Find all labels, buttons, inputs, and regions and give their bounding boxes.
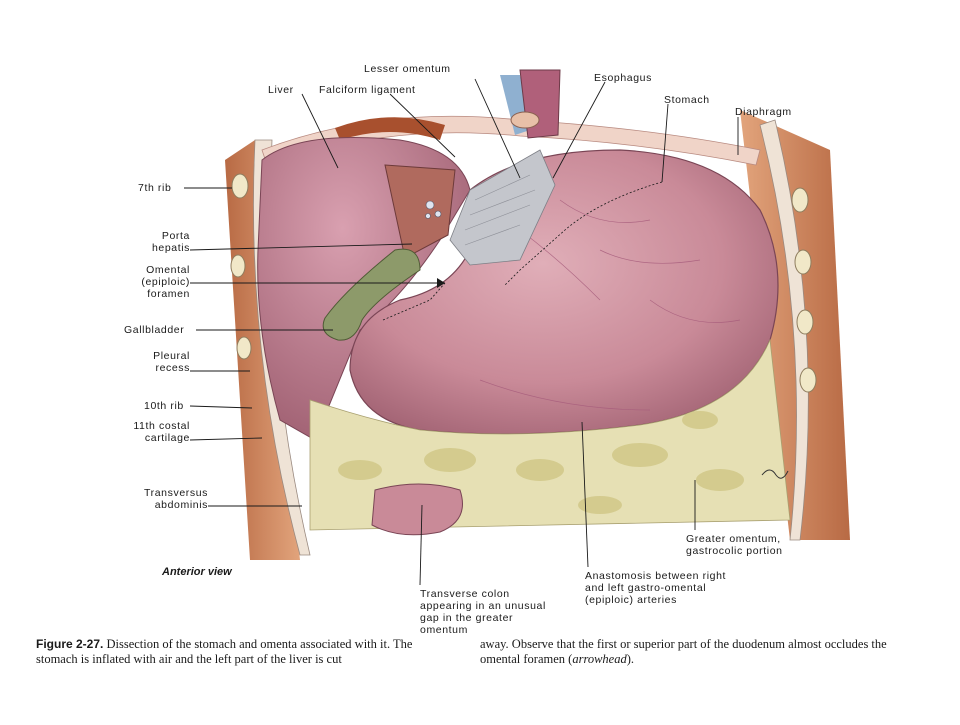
label-falciform-ligament: Falciform ligament	[319, 84, 416, 96]
transverse-colon	[371, 483, 463, 536]
label-transversus-abdominis: Transversus abdominis	[144, 487, 208, 511]
artist-signature	[761, 469, 789, 479]
leader-lines	[184, 78, 739, 586]
label-transverse-colon: Transverse colon appearing in an unusual…	[420, 588, 546, 636]
omental-foramen-arrowhead	[437, 278, 445, 288]
gallbladder	[322, 248, 421, 341]
omentum-fat-lobules	[338, 411, 744, 514]
caption-right-text: away. Observe that the first or superior…	[480, 637, 887, 666]
label-10th-rib: 10th rib	[144, 400, 184, 412]
caption-left-text: Dissection of the stomach and omenta ass…	[36, 637, 413, 666]
label-gallbladder: Gallbladder	[124, 324, 185, 336]
label-diaphragm: Diaphragm	[735, 106, 792, 118]
lesser-omentum	[449, 149, 556, 266]
liver-cut-surface	[384, 164, 456, 259]
hepatic-vessels	[425, 200, 442, 219]
caption-right: away. Observe that the first or superior…	[480, 637, 910, 667]
label-liver: Liver	[268, 84, 294, 96]
caption-left: Figure 2-27. Dissection of the stomach a…	[36, 637, 456, 667]
label-greater-omentum: Greater omentum, gastrocolic portion	[686, 533, 783, 557]
label-esophagus: Esophagus	[594, 72, 652, 84]
label-porta-hepatis: Porta hepatis	[151, 230, 190, 254]
label-11th-costal-cartilage: 11th costal cartilage	[133, 420, 190, 444]
esophageal-hiatus	[510, 111, 540, 129]
label-stomach: Stomach	[664, 94, 710, 106]
greater-omentum	[309, 338, 791, 531]
label-omental-foramen: Omental (epiploic) foramen	[141, 264, 190, 300]
lesser-omentum-texture	[464, 174, 536, 246]
caption-right-end: ).	[626, 652, 635, 666]
anterior-view-label: Anterior view	[162, 566, 232, 578]
figure-number: Figure 2-27.	[36, 637, 104, 651]
caption-emphasis: arrowhead	[572, 652, 627, 666]
rib-sections	[230, 173, 817, 393]
label-anastomosis: Anastomosis between right and left gastr…	[585, 570, 727, 606]
label-7th-rib: 7th rib	[138, 182, 172, 194]
label-pleural-recess: Pleural recess	[153, 350, 190, 374]
label-lesser-omentum: Lesser omentum	[364, 63, 451, 75]
dotted-leader-lines	[382, 181, 663, 321]
diaphragm-muscle-strip	[335, 117, 445, 140]
